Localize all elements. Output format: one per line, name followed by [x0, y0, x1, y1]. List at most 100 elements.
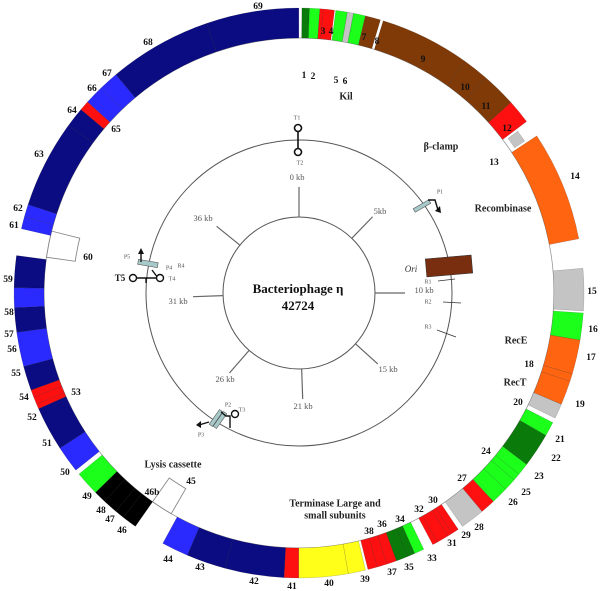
- gene-14[interactable]: [511, 135, 580, 245]
- gene-65[interactable]: [80, 101, 111, 130]
- gene-8[interactable]: [358, 15, 381, 49]
- gene-label-22: 22: [551, 454, 561, 464]
- gene-57[interactable]: [14, 305, 47, 333]
- gene-21[interactable]: [519, 408, 554, 436]
- gene-28[interactable]: [444, 488, 483, 527]
- gene-45[interactable]: [151, 477, 187, 515]
- kb-tick: [351, 216, 374, 239]
- gene-58[interactable]: [13, 287, 45, 309]
- label-p4: P4: [166, 265, 172, 271]
- gene-label-9: 9: [421, 55, 426, 65]
- gene-55[interactable]: [23, 358, 60, 391]
- gene-29[interactable]: [435, 504, 459, 534]
- gene-3[interactable]: [317, 8, 324, 40]
- gene-31[interactable]: [422, 510, 449, 543]
- gene-38[interactable]: [360, 537, 378, 570]
- gene-20[interactable]: [527, 392, 562, 419]
- gene-18[interactable]: [541, 365, 573, 382]
- gene-41[interactable]: [283, 547, 299, 579]
- gene-56[interactable]: [16, 327, 53, 367]
- gene-60[interactable]: [46, 230, 81, 262]
- label-t5: T5: [115, 273, 126, 283]
- ori-box: [424, 254, 474, 278]
- promoter-icon: [208, 409, 224, 427]
- gene-label-52: 52: [27, 413, 37, 423]
- gene-54[interactable]: [30, 379, 62, 398]
- gene-label-10: 10: [460, 83, 470, 93]
- gene-46[interactable]: [122, 493, 153, 527]
- gene-26[interactable]: [472, 468, 506, 502]
- gene-68[interactable]: [115, 23, 217, 98]
- gene-label-2: 2: [311, 72, 316, 82]
- gene-label-16: 16: [588, 325, 598, 335]
- gene-label-32: 32: [414, 505, 424, 515]
- promoter-icon: [412, 199, 432, 213]
- gene-label-17: 17: [586, 353, 596, 363]
- label-r4: R4: [177, 263, 184, 269]
- promoter-p4-p5-terminator-t4-t5: [128, 248, 165, 283]
- promoter-icon: [212, 411, 228, 429]
- terminator-t1-t2: [293, 123, 303, 157]
- gene-label-45: 45: [186, 477, 196, 487]
- gene-7[interactable]: [347, 12, 366, 46]
- gene-17[interactable]: [543, 334, 581, 375]
- gene-19[interactable]: [533, 371, 571, 405]
- kb-tick-label: 5kb: [374, 206, 387, 216]
- gene-63[interactable]: [27, 124, 94, 215]
- gene-66[interactable]: [87, 87, 123, 123]
- kb-tick-label: 0 kb: [290, 172, 305, 182]
- gene-label-57: 57: [4, 330, 14, 340]
- gene-label-12: 12: [502, 124, 512, 134]
- gene-50[interactable]: [59, 431, 100, 471]
- gene-27[interactable]: [462, 479, 494, 512]
- label-p5: P5: [124, 254, 130, 260]
- gene-40[interactable]: [298, 543, 349, 579]
- gene-11[interactable]: [465, 77, 512, 123]
- gene-label-48: 48: [96, 506, 106, 516]
- gene-67[interactable]: [100, 74, 136, 110]
- terminator-icon: [155, 273, 165, 283]
- label-r2: R2: [424, 299, 431, 305]
- gene-4[interactable]: [320, 8, 335, 41]
- label-t3: T3: [239, 407, 246, 413]
- gene-label-69: 69: [253, 2, 263, 12]
- gene-label-51: 51: [42, 439, 52, 449]
- annotation-lysis: Lysis cassette: [145, 459, 203, 470]
- gene-label-34: 34: [395, 515, 405, 525]
- gene-53[interactable]: [33, 385, 65, 405]
- gene-39[interactable]: [342, 540, 366, 574]
- gene-label-25: 25: [521, 488, 531, 498]
- kb-tick: [193, 295, 224, 298]
- gene-69[interactable]: [206, 7, 300, 53]
- gene-59[interactable]: [13, 255, 47, 289]
- gene-15[interactable]: [552, 267, 585, 312]
- label-t1: T1: [294, 115, 301, 121]
- gene-48[interactable]: [95, 471, 126, 502]
- gene-12[interactable]: [507, 130, 525, 149]
- gene-36[interactable]: [377, 532, 397, 565]
- gene-label-62: 62: [13, 204, 23, 214]
- gene-32[interactable]: [418, 515, 438, 545]
- gene-49[interactable]: [78, 454, 118, 493]
- gene-42[interactable]: [224, 538, 286, 578]
- gene-43[interactable]: [186, 527, 234, 569]
- gene-62[interactable]: [24, 204, 57, 225]
- gene-label-28: 28: [474, 523, 484, 533]
- gene-label-46: 46: [117, 526, 127, 536]
- gene-46b[interactable]: [115, 487, 143, 518]
- label-p1: P1: [437, 189, 443, 195]
- gene-label-53: 53: [71, 388, 81, 398]
- gene-label-63: 63: [34, 150, 44, 160]
- gene-52[interactable]: [36, 392, 67, 410]
- label-p3: P3: [198, 432, 204, 438]
- gene-13[interactable]: [488, 102, 527, 140]
- gene-37[interactable]: [368, 535, 388, 568]
- gene-label-66: 66: [87, 84, 97, 94]
- gene-1[interactable]: [301, 7, 310, 39]
- kb-tick: [229, 349, 250, 374]
- gene-23[interactable]: [495, 446, 528, 475]
- gene-44[interactable]: [162, 516, 200, 556]
- gene-label-1: 1: [302, 71, 307, 81]
- gene-9[interactable]: [374, 20, 466, 87]
- gene-label-31: 31: [447, 539, 457, 549]
